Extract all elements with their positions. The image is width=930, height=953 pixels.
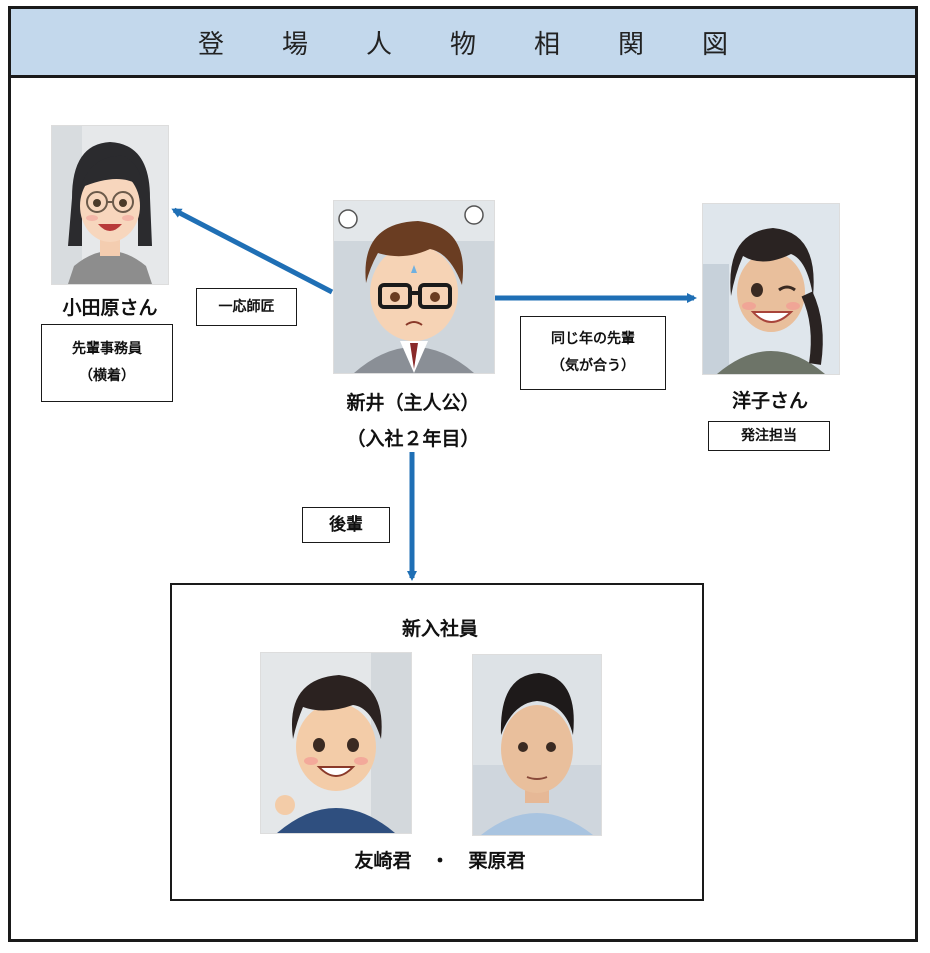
relation-label-newcomers: 後輩 bbox=[302, 507, 390, 543]
arai-name: 新井（主人公） bbox=[346, 392, 480, 414]
arai-portrait bbox=[333, 200, 495, 374]
newcomers-names: 友崎君 ・ 栗原君 bbox=[354, 850, 526, 872]
odawara-note-box: 先輩事務員 （横着） bbox=[41, 324, 173, 402]
newcomers-box bbox=[170, 583, 704, 901]
title-bar: 登 場 人 物 相 関 図 bbox=[11, 9, 915, 78]
odawara-note-role: 先輩事務員 bbox=[72, 341, 142, 358]
relation-label-yoko: 同じ年の先輩 （気が合う） bbox=[520, 316, 666, 390]
odawara-portrait bbox=[51, 125, 169, 285]
yoko-note-box: 発注担当 bbox=[708, 421, 830, 451]
yoko-note: 発注担当 bbox=[741, 427, 797, 444]
newcomers-title: 新入社員 bbox=[401, 618, 478, 640]
arai-tenure: （入社２年目） bbox=[346, 428, 480, 450]
yoko-portrait bbox=[702, 203, 840, 375]
kurihara-portrait bbox=[472, 654, 602, 836]
odawara-note-trait: （横着） bbox=[79, 368, 135, 384]
odawara-name: 小田原さん bbox=[62, 297, 158, 319]
relation-label-odawara: 一応師匠 bbox=[196, 288, 297, 326]
page-title: 登 場 人 物 相 関 図 bbox=[197, 29, 744, 60]
yoko-name: 洋子さん bbox=[731, 390, 808, 412]
relation-label-yoko-line1: 同じ年の先輩 bbox=[551, 331, 635, 348]
relation-label-yoko-line2: （気が合う） bbox=[551, 358, 635, 374]
tomozaki-portrait bbox=[260, 652, 412, 834]
